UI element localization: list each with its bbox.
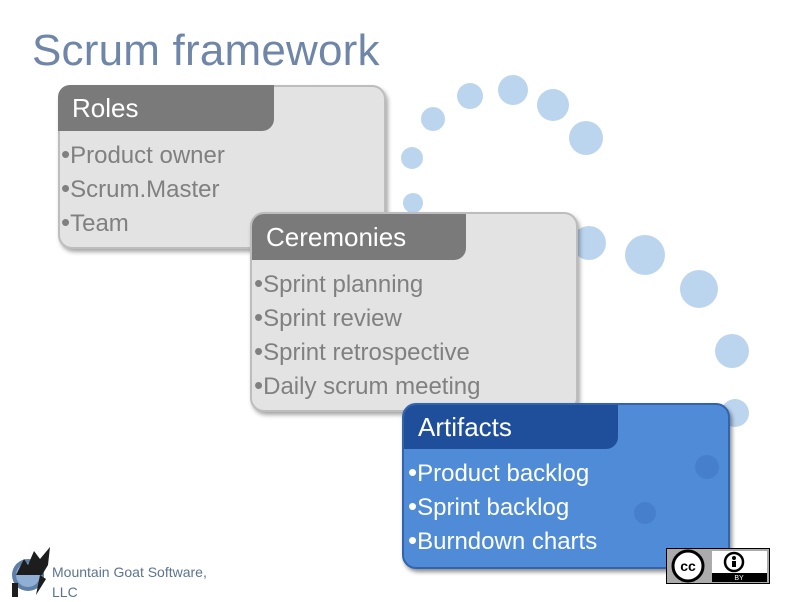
list-item: Product owner: [61, 138, 225, 172]
company-line: Mountain Goat Software,: [52, 564, 207, 580]
list-item: Sprint retrospective: [254, 335, 481, 369]
company-name: Mountain Goat Software, LLC: [52, 562, 242, 602]
company-line: LLC: [52, 584, 78, 600]
ceremonies-list: Sprint planning Sprint review Sprint ret…: [254, 267, 481, 403]
ceremonies-heading: Ceremonies: [252, 214, 466, 260]
creative-commons-icon: cc BY: [666, 548, 770, 584]
list-item: Sprint review: [254, 301, 481, 335]
list-item: Team: [61, 206, 225, 240]
list-item: Burndown charts: [408, 524, 597, 558]
license-label: BY: [734, 575, 744, 582]
roles-list: Product owner Scrum.Master Team: [61, 138, 225, 240]
list-item: Daily scrum meeting: [254, 369, 480, 403]
page-title: Scrum framework: [32, 26, 380, 75]
goat-logo-icon: [12, 547, 50, 597]
roles-heading: Roles: [58, 85, 274, 131]
attribution-icon: [723, 551, 745, 573]
artifacts-heading: Artifacts: [404, 405, 618, 449]
artifacts-list: Product backlog Sprint backlog Burndown …: [408, 456, 597, 558]
list-item: Scrum.Master: [61, 172, 225, 206]
svg-text:cc: cc: [680, 558, 696, 574]
list-item: Product backlog: [408, 456, 597, 490]
list-item: Sprint backlog: [408, 490, 597, 524]
list-item: Sprint planning: [254, 267, 481, 301]
